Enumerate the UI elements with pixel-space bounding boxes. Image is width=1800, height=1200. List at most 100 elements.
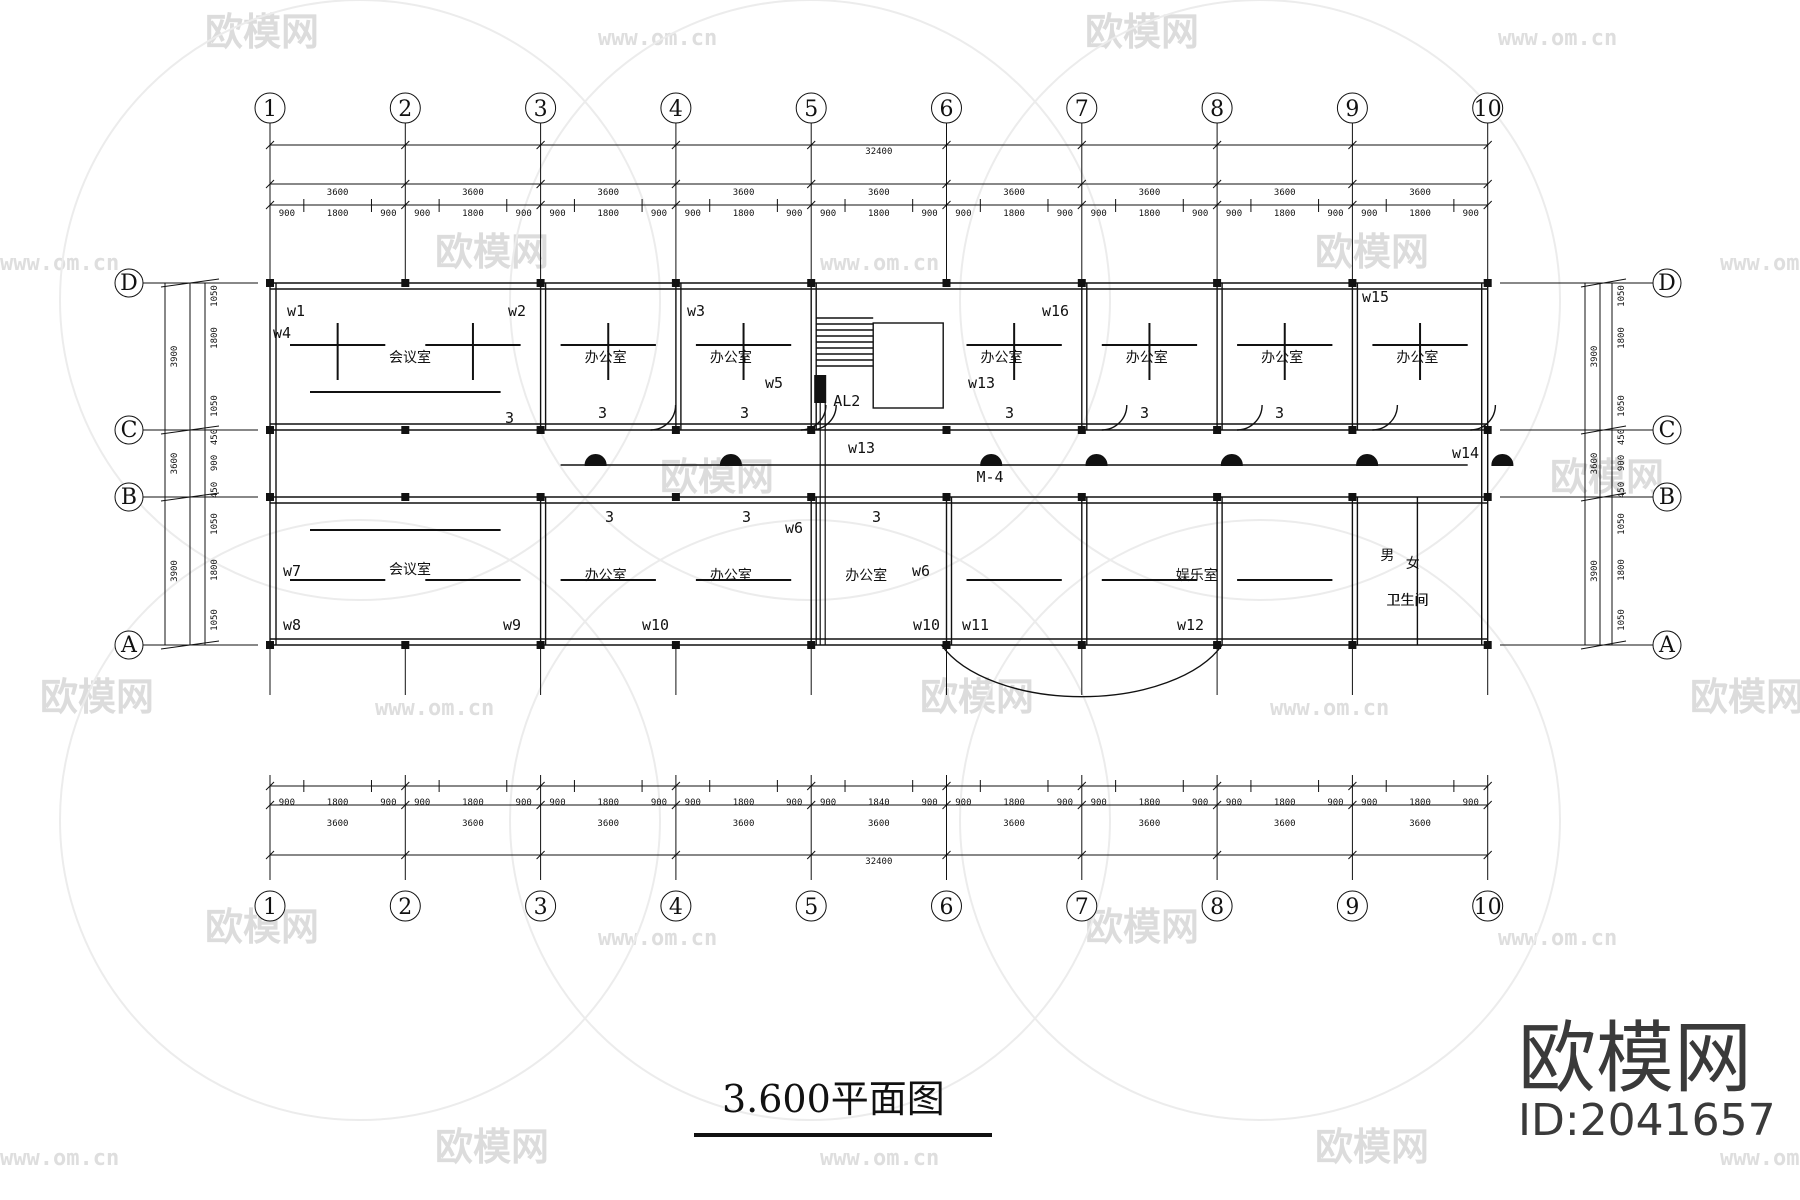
axis-label-7: 7 [1075, 895, 1089, 920]
axis-label-6: 6 [940, 97, 954, 122]
dimension-tick [265, 781, 275, 791]
side-inner-dimension-text: 1800 [1617, 559, 1627, 581]
sub-dimension-text-bottom: 1800 [1139, 798, 1161, 808]
column [536, 426, 545, 434]
dimension-tick [1212, 781, 1222, 791]
axis-label-9: 9 [1345, 97, 1359, 122]
door-swing [811, 404, 837, 431]
watermark-brand-text: 欧模网 [1550, 455, 1664, 499]
watermark-url-text: www.om.cn [820, 251, 939, 276]
column [1213, 641, 1222, 649]
sub-dimension-text: 1800 [1139, 209, 1161, 219]
room-label-office-top-5: 办公室 [1261, 349, 1303, 366]
ceiling-lamp [1356, 454, 1379, 466]
axis-bubble-2 [389, 92, 421, 124]
watermark-brand-text: 欧模网 [660, 455, 774, 499]
dimension-tick [942, 800, 951, 810]
axis-bubble-5 [795, 890, 827, 922]
dimension-tick [265, 140, 275, 150]
side-inner-dimension-text: 1050 [210, 609, 220, 631]
sub-dimension-text-bottom: 900 [955, 798, 971, 808]
room-label-office-bottom-2: 办公室 [710, 567, 752, 584]
bay-dimension-text: 3600 [1003, 188, 1025, 198]
bay-dimension-text: 3600 [327, 188, 349, 198]
room-label-toilet-female: 卫生间 [1387, 593, 1429, 609]
room-label-office-top-4: 办公室 [1126, 349, 1168, 366]
column [942, 426, 951, 434]
axis-label-6: 6 [940, 895, 954, 920]
sub-dimension-text-bottom: 900 [786, 798, 802, 808]
axis-label-3: 3 [534, 97, 548, 122]
sub-dimension-text-bottom: 900 [380, 798, 396, 808]
axis-bubble-9 [1336, 890, 1368, 922]
column [266, 493, 274, 501]
dimension-tick [400, 850, 410, 860]
wire-count-label: 3 [505, 409, 514, 427]
dimension-tick [942, 179, 951, 189]
axis-label-4: 4 [669, 97, 683, 122]
axis-label-A: A [1658, 633, 1676, 658]
stair-landing [872, 322, 944, 409]
sub-dimension-text: 900 [516, 209, 532, 219]
sub-dimension-text: 900 [786, 209, 802, 219]
dimension-tick [536, 781, 545, 791]
watermark-url-text: www.om.cn [1498, 926, 1617, 951]
window-label-w9: w9 [503, 616, 521, 634]
wire-count-label: 3 [598, 404, 607, 422]
column [1483, 279, 1492, 287]
wire-count-label: 3 [872, 508, 881, 526]
column [1348, 493, 1357, 501]
window-label-w16: w16 [1042, 302, 1069, 320]
watermark-brand-text: 欧模网 [40, 675, 154, 719]
sub-dimension-text-bottom: 1800 [327, 798, 349, 808]
dimension-tick [806, 781, 816, 791]
side-inner-dimension-text: 1050 [1617, 395, 1627, 417]
column [671, 426, 680, 434]
column [266, 426, 274, 434]
sub-dimension-text: 1800 [1274, 209, 1296, 219]
bay-dimension-text: 3600 [597, 188, 619, 198]
column [1348, 641, 1357, 649]
panel-label: AL2 [833, 392, 860, 410]
axis-label-8: 8 [1210, 895, 1224, 920]
door-label: M-4 [977, 468, 1004, 486]
dimension-tick [1348, 850, 1357, 860]
sub-dimension-text: 900 [1226, 209, 1242, 219]
dimension-tick [671, 179, 681, 189]
side-inner-dimension-text: 1050 [1617, 609, 1627, 631]
sub-dimension-text-bottom: 900 [1057, 798, 1073, 808]
axis-label-8: 8 [1210, 97, 1224, 122]
sub-dimension-text: 900 [651, 209, 667, 219]
ceiling-lamp [584, 454, 607, 466]
sub-dimension-text: 1800 [1409, 209, 1431, 219]
column [536, 493, 545, 501]
sub-dimension-text-bottom: 900 [1226, 798, 1242, 808]
room-label-office-top-1: 办公室 [585, 349, 627, 366]
axis-label-10: 10 [1474, 97, 1502, 122]
wire-count-label: 3 [605, 508, 614, 526]
watermark-arc [59, 0, 661, 601]
dimension-tick [536, 200, 545, 210]
sub-dimension-text-bottom: 900 [279, 798, 295, 808]
axis-label-9: 9 [1345, 895, 1359, 920]
axis-bubble-3 [525, 92, 557, 124]
dimension-tick [1212, 179, 1222, 189]
bay-dimension-text-bottom: 3600 [1139, 819, 1161, 829]
dimension-tick [806, 179, 816, 189]
dimension-tick [1483, 781, 1493, 791]
sub-dimension-text-bottom: 900 [516, 798, 532, 808]
watermark-url-text: www.om.cn [598, 26, 717, 51]
watermark-arc [509, 0, 1111, 601]
axis-bubble-4 [660, 890, 692, 922]
door-swing [1101, 404, 1128, 431]
watermark-layer: 欧模网欧模网欧模网欧模网欧模网欧模网欧模网欧模网欧模网欧模网欧模网欧模网欧模网w… [0, 0, 1800, 1171]
watermark-url-text: www.om.cn [1270, 696, 1389, 721]
sub-dimension-text: 900 [380, 209, 396, 219]
watermark-brand-text: 欧模网 [1085, 10, 1199, 54]
axis-bubble-6 [931, 890, 962, 922]
side-dimension-text: 3600 [170, 453, 180, 475]
axis-label-C: C [1659, 418, 1676, 443]
dimension-tick [1077, 140, 1087, 150]
axis-label-C: C [121, 418, 138, 443]
side-inner-dimension-text: 1050 [210, 285, 220, 307]
